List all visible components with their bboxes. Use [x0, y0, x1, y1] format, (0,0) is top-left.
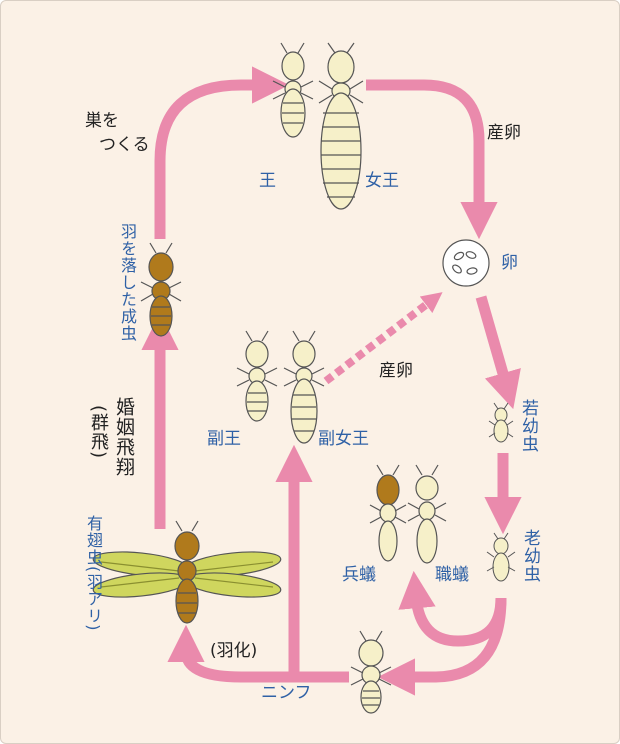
worker-termite-icon	[407, 464, 447, 564]
label-lay-eggs-mid: 産卵	[379, 361, 413, 381]
young-larva-icon	[488, 402, 514, 443]
arrow-queen-to-egg	[366, 79, 498, 240]
dealate-termite-icon	[140, 242, 182, 337]
winged-termite-icon	[92, 520, 282, 624]
arrow-nymph-to-winged	[167, 624, 349, 683]
label-old-larva: 老幼虫	[520, 529, 540, 583]
label-lay-eggs-top: 産卵	[487, 123, 521, 143]
label-swarming-line2: (群飛)	[88, 405, 109, 460]
egg-icon	[442, 239, 490, 287]
sub-king-termite-icon	[236, 330, 278, 422]
label-sub-king: 副王	[207, 429, 241, 449]
arrow-egg-to-young-larva	[475, 295, 521, 410]
king-termite-icon	[272, 42, 314, 138]
sub-queen-termite-icon	[283, 330, 325, 444]
label-nymph: ニンフ	[261, 683, 312, 703]
label-queen: 女王	[365, 171, 399, 191]
nymph-termite-icon	[350, 630, 392, 714]
label-dealate: 羽を落した成虫	[118, 223, 137, 342]
label-sub-queen: 副女王	[318, 429, 369, 449]
old-larva-icon	[486, 532, 516, 582]
arrow-sub-queen-lay-eggs	[323, 292, 443, 385]
label-emergence: (羽化)	[210, 641, 258, 661]
label-soldier: 兵蟻	[342, 565, 376, 585]
label-worker: 職蟻	[435, 565, 469, 585]
label-king: 王	[259, 171, 276, 191]
label-nest-line1: 巣を	[85, 111, 119, 131]
queen-termite-icon	[318, 42, 364, 210]
label-young-larva: 若幼虫	[518, 399, 538, 453]
arrow-old-larva-to-soldier	[398, 570, 507, 647]
label-nest-line2: つくる	[99, 135, 150, 155]
arrow-nest-to-king	[154, 66, 290, 239]
label-winged-termite: 有翅虫(羽アリ)	[84, 515, 103, 632]
label-swarming-line1: 婚姻飛翔	[113, 397, 135, 477]
label-egg: 卵	[501, 253, 518, 273]
arrow-old-larva-to-nymph	[377, 597, 507, 696]
soldier-termite-icon	[369, 464, 407, 562]
